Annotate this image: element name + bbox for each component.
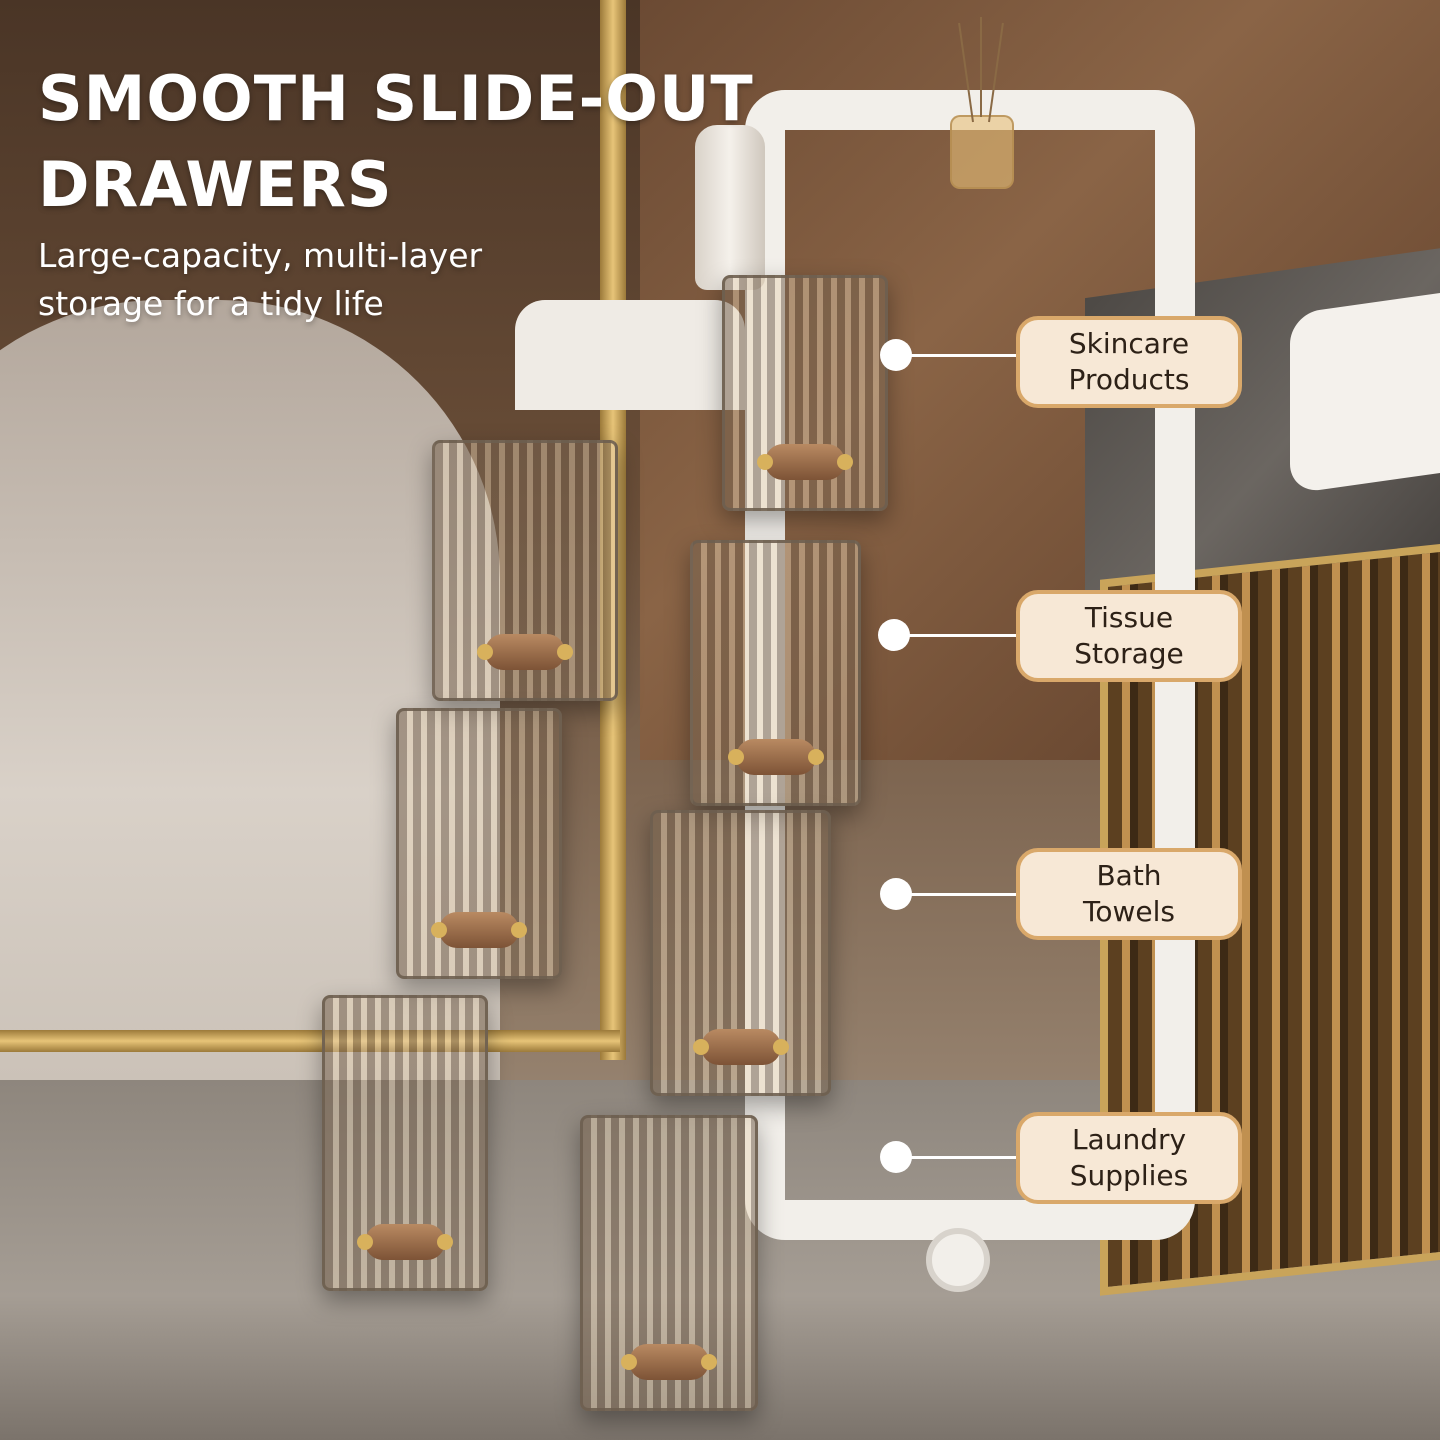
subtitle-line-1: Large-capacity, multi-layer [38, 236, 483, 275]
callout-label-line-2: Storage [1074, 637, 1184, 670]
drawer-right-1 [722, 275, 888, 511]
callout-skincare: Skincare Products [1016, 316, 1242, 408]
callout-dot [880, 878, 912, 910]
lotion-bottle [695, 125, 765, 290]
storage-unit-left-top [515, 300, 745, 410]
drawer-left-3 [322, 995, 488, 1291]
drawer-right-4 [580, 1115, 758, 1411]
callout-label-line-1: Bath [1096, 859, 1162, 892]
drawer-handle [757, 444, 853, 480]
drawer-right-2 [690, 540, 861, 806]
callout-label-line-2: Products [1068, 363, 1190, 396]
callout-label-line-1: Tissue [1084, 601, 1174, 634]
drawer-left-1 [432, 440, 618, 701]
callout-laundry: Laundry Supplies [1016, 1112, 1242, 1204]
callout-label-line-1: Laundry [1071, 1123, 1187, 1156]
headline-line-1: SMOOTH SLIDE-OUT [38, 62, 754, 135]
drawer-handle [431, 912, 527, 948]
drawer-left-2 [396, 708, 562, 979]
callout-label-line-2: Supplies [1069, 1159, 1189, 1192]
callout-label-line-2: Towels [1083, 895, 1175, 928]
callout-tissue: Tissue Storage [1016, 590, 1242, 682]
drawer-handle [477, 634, 573, 670]
callout-dot [880, 1141, 912, 1173]
drawer-handle [727, 739, 824, 775]
sink [1290, 285, 1440, 495]
callout-connector [893, 634, 1017, 637]
reed-diffuser [950, 17, 1014, 189]
headline-line-2: DRAWERS [38, 148, 393, 221]
callout-label-line-1: Skincare [1068, 327, 1190, 360]
caster-wheel [926, 1228, 990, 1292]
callout-dot [878, 619, 910, 651]
callout-dot [880, 339, 912, 371]
glass-partition-rail [0, 1030, 620, 1052]
callout-connector [895, 1156, 1017, 1159]
drawer-handle [621, 1344, 717, 1380]
subtitle-line-2: storage for a tidy life [38, 284, 384, 323]
subtitle: Large-capacity, multi-layer storage for … [38, 232, 482, 328]
callout-connector [895, 354, 1017, 357]
callout-towels: Bath Towels [1016, 848, 1242, 940]
drawer-right-3 [650, 810, 831, 1096]
callout-connector [895, 893, 1017, 896]
drawer-handle [692, 1029, 789, 1065]
headline: SMOOTH SLIDE-OUT DRAWERS [38, 56, 754, 228]
drawer-handle [357, 1224, 453, 1260]
